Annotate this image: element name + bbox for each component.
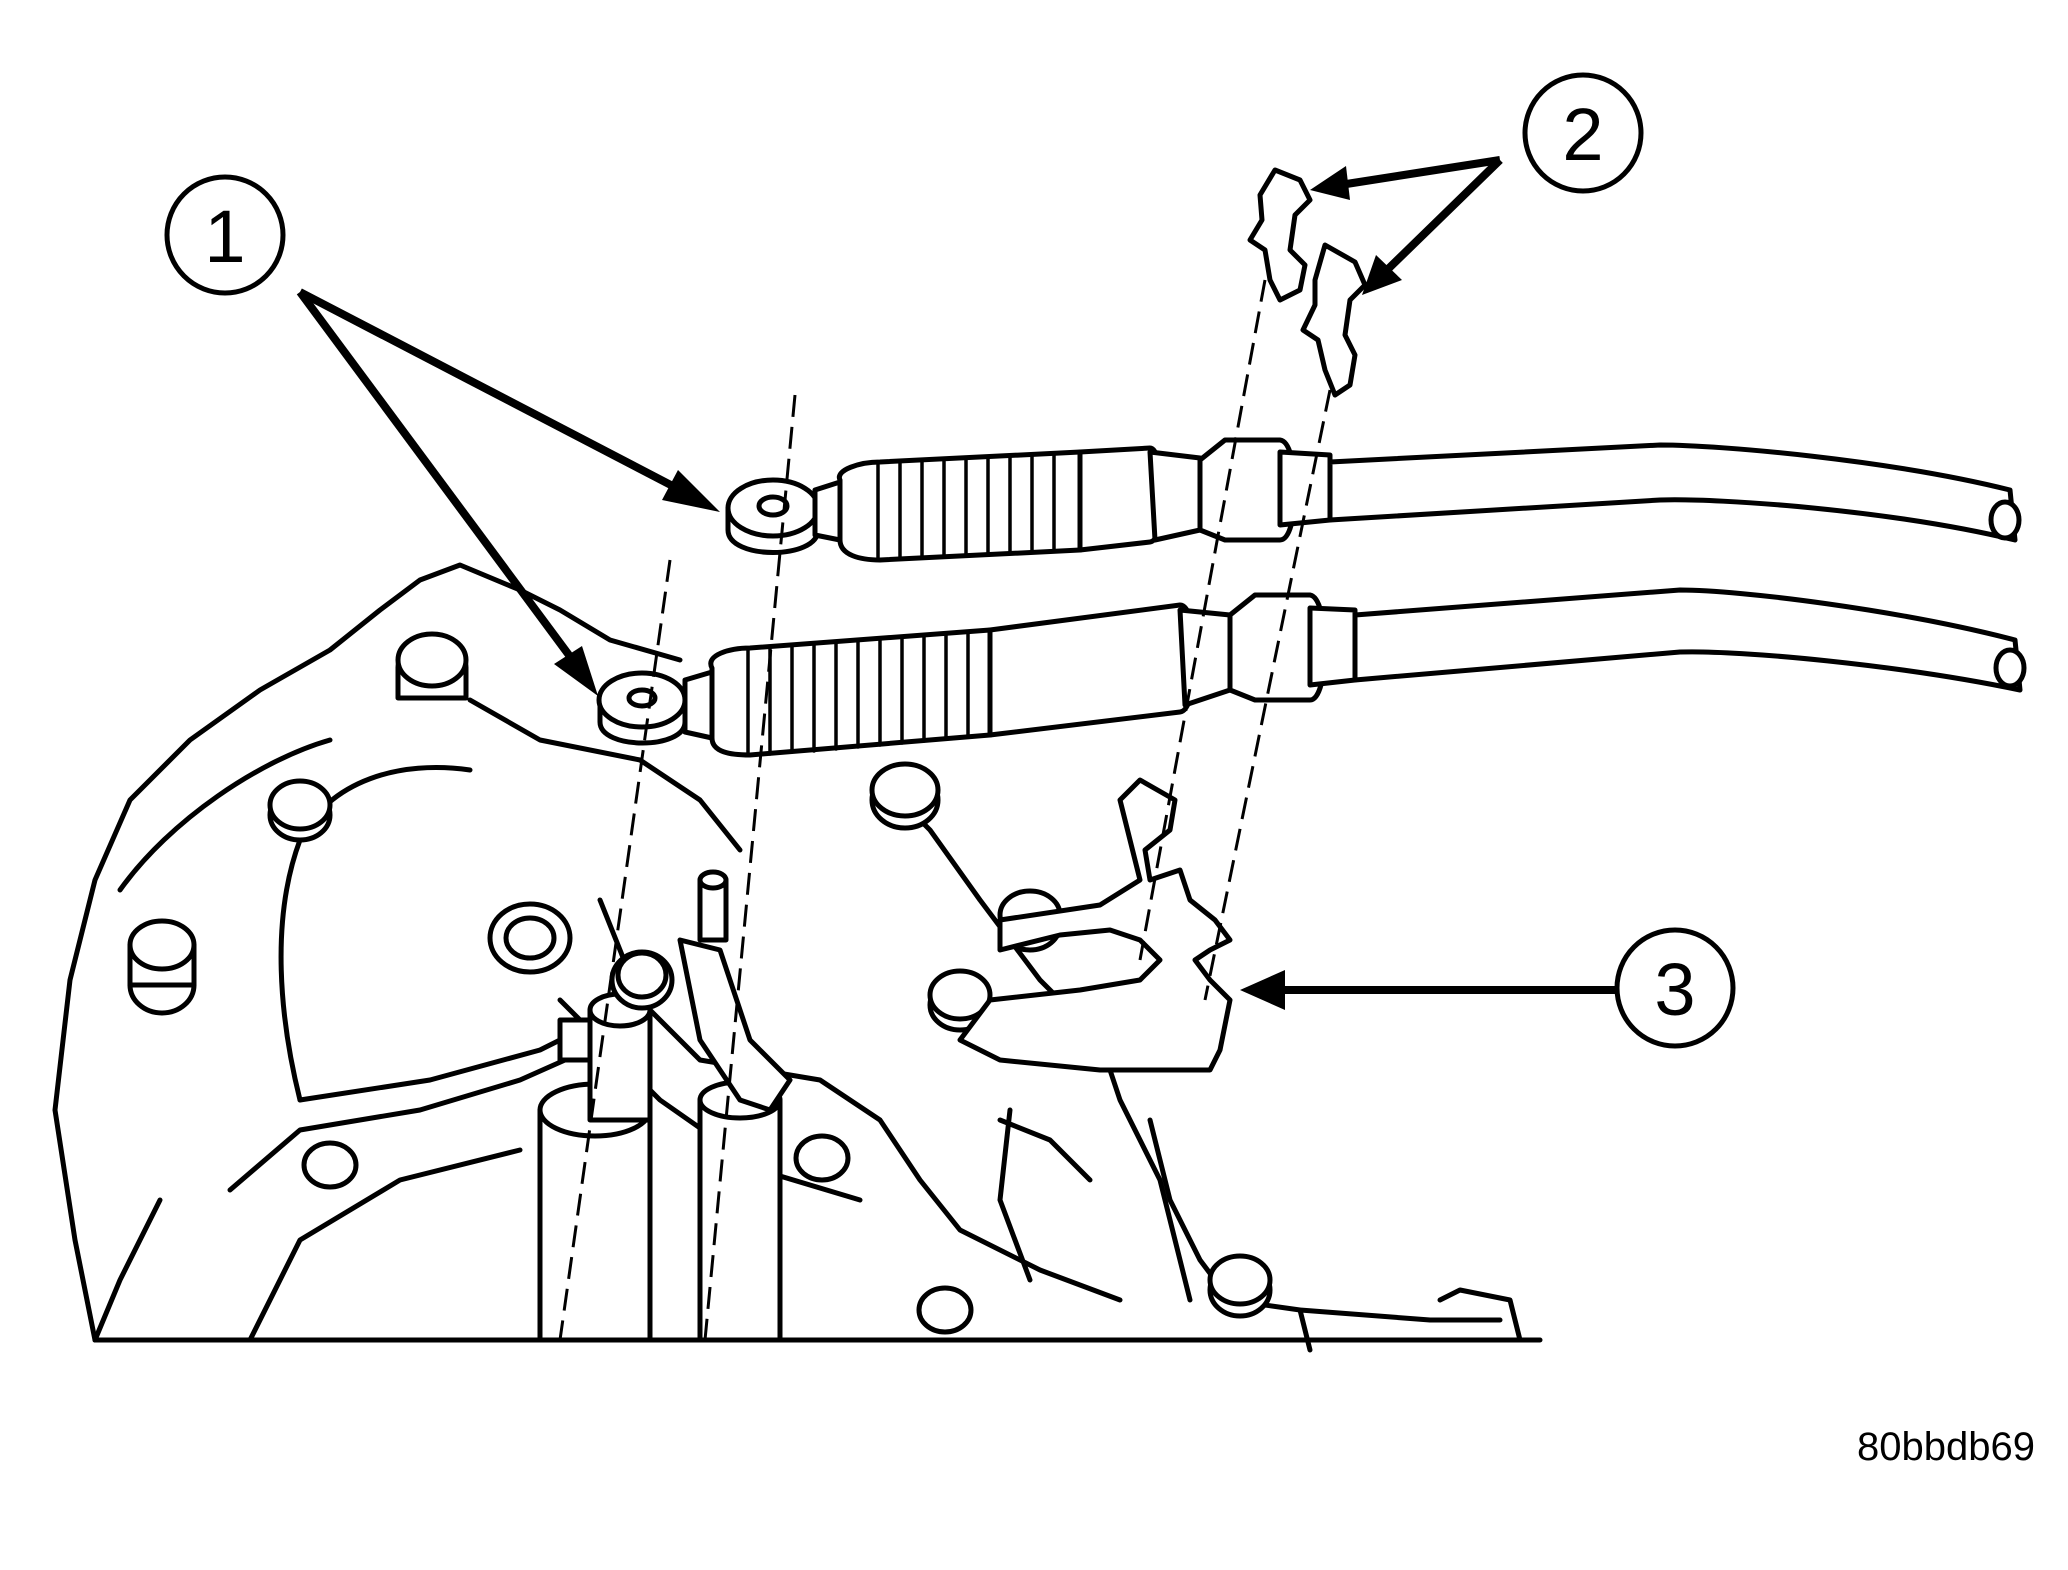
lower-shift-cable — [682, 587, 2027, 758]
bolt-center — [869, 761, 941, 831]
callout-1: 1 — [164, 174, 286, 296]
callout-3: 3 — [1614, 927, 1736, 1049]
callout-1-arrows — [296, 288, 720, 696]
cable-eyelets — [596, 477, 821, 746]
cable-bracket — [957, 777, 1233, 1073]
bolt-lower-center — [793, 1133, 851, 1183]
assembly-guide-lines — [558, 279, 1332, 1341]
bolt-lower-right — [916, 1285, 974, 1335]
shift-levers — [487, 869, 793, 1343]
bolt-left-lower — [127, 918, 197, 1016]
callout-3-arrow — [1240, 970, 1615, 1010]
upper-shift-cable — [812, 437, 2022, 563]
bolt-lower-left — [301, 1140, 359, 1190]
figure-id: 80bbdb69 — [1857, 1425, 2035, 1469]
callout-2: 2 — [1522, 72, 1644, 194]
callout-2-label: 2 — [1562, 93, 1603, 176]
bolt-top-left — [395, 631, 469, 701]
callout-3-label: 3 — [1654, 948, 1695, 1031]
bolt-bottom-right — [1207, 1253, 1273, 1319]
bolt-left — [267, 778, 333, 843]
housing-bolts — [127, 631, 1273, 1335]
cable-clips — [1247, 167, 1368, 398]
callout-2-arrows — [1310, 156, 1503, 295]
callout-1-label: 1 — [204, 195, 245, 278]
